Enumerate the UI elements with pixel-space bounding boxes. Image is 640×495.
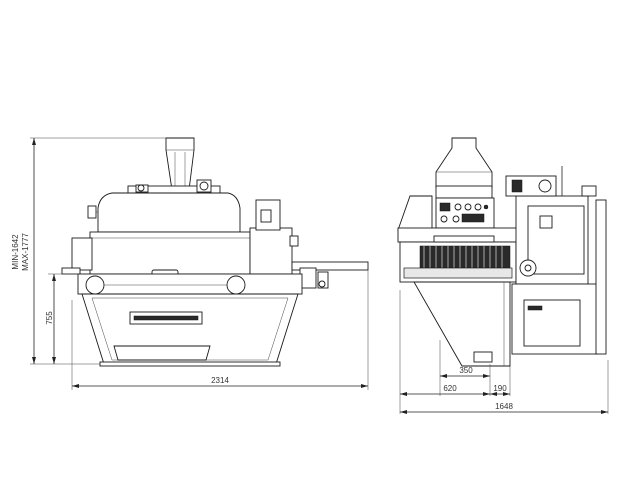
upper-housing [97, 192, 241, 233]
side-view [61, 137, 369, 367]
base-opening [113, 345, 211, 361]
side-dimensions: MIN-1642 MAX-1777 755 2314 [11, 137, 369, 390]
height-table-label: 755 [45, 311, 54, 325]
dust-hood [165, 137, 195, 191]
roller-grill [419, 245, 511, 271]
width-total-label: 1648 [495, 402, 513, 411]
front-view [397, 137, 607, 367]
front-base [413, 281, 511, 367]
motor-cabinet [249, 227, 293, 275]
height-max-label: MAX-1777 [21, 233, 30, 271]
left-wall [397, 195, 433, 231]
roller-left [85, 275, 105, 295]
middle-housing [89, 231, 251, 275]
control-panel [435, 197, 495, 229]
width-620-label: 620 [443, 384, 457, 393]
roller-right [226, 275, 246, 295]
width-350-label: 350 [459, 366, 473, 375]
width-190-label: 190 [493, 384, 507, 393]
front-dust-hood [435, 137, 493, 189]
front-dimensions: 350 620 190 1648 [399, 290, 609, 414]
feed-band [77, 273, 303, 295]
outfeed-table [291, 261, 369, 271]
length-label: 2314 [211, 376, 229, 385]
inlet-box [71, 237, 93, 271]
height-min-label: MIN-1642 [11, 234, 20, 270]
